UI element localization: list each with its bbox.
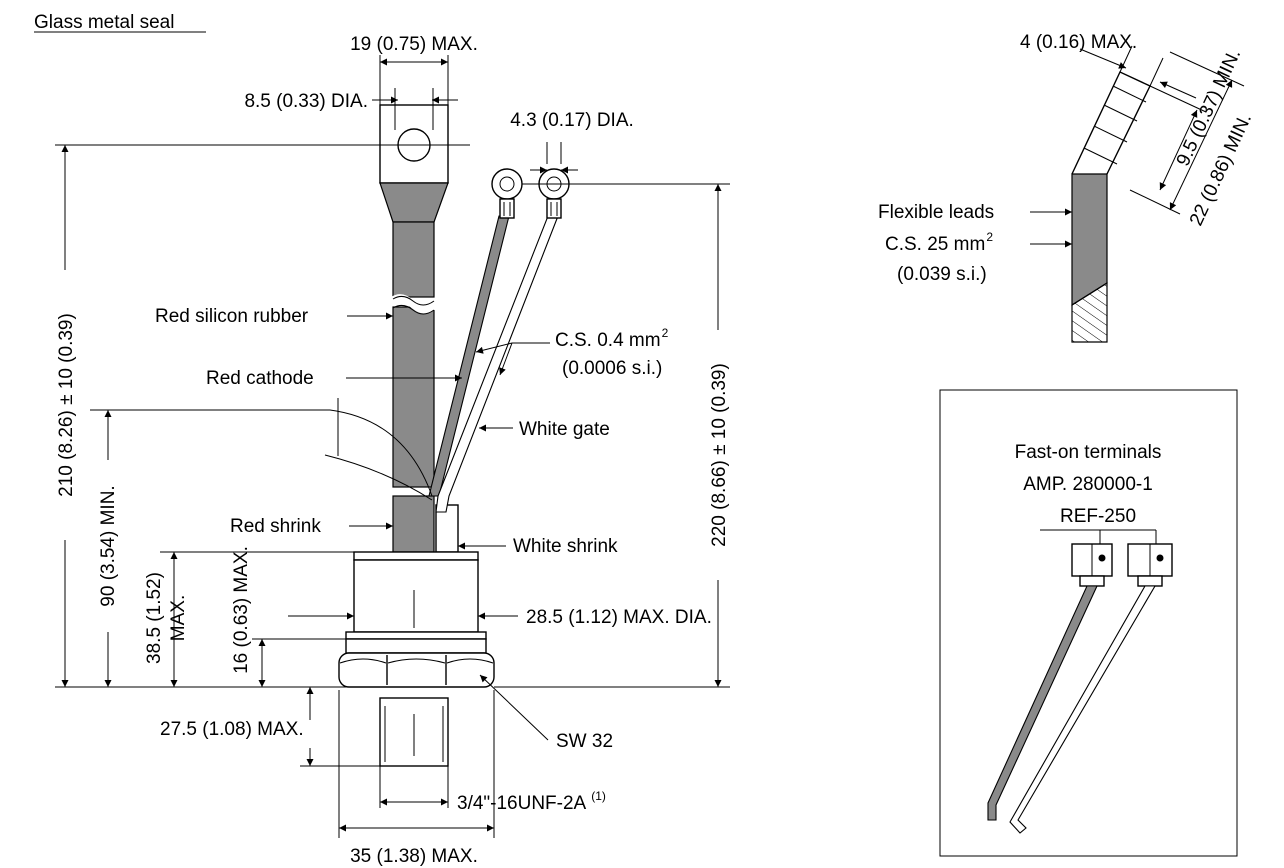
fast-on-terminal-detail: Fast-on terminals AMP. 280000-1 REF-250 <box>939 389 1238 857</box>
dim-body-dia: 28.5 (1.12) MAX. DIA. <box>526 607 712 628</box>
label-cs-large-si: (0.039 s.i.) <box>897 264 987 285</box>
label-white-gate: White gate <box>519 419 610 440</box>
cable-upper <box>392 221 435 298</box>
body-housing <box>353 559 479 633</box>
label-red-shrink: Red shrink <box>230 516 321 537</box>
dim-top-width: 19 (0.75) MAX. <box>350 34 478 55</box>
body-cap <box>353 551 479 561</box>
label-cs-small: C.S. 0.4 mm2 <box>555 326 669 351</box>
dim-body-height: 38.5 (1.52) <box>144 572 165 664</box>
dim-lead-thickness: 4 (0.16) MAX. <box>1020 32 1137 53</box>
dim-lead-length: 220 (8.66) ± 10 (0.39) <box>709 363 730 547</box>
flange-bottom <box>345 638 487 654</box>
dim-thread-length: 27.5 (1.08) MAX. <box>160 719 304 740</box>
dim-hex: SW 32 <box>556 731 613 752</box>
dim-overall-length: 210 (8.26) ± 10 (0.39) <box>56 313 77 497</box>
label-cs-large: C.S. 25 mm2 <box>885 230 993 255</box>
thyristor-body <box>338 88 495 767</box>
label-fast-on: Fast-on terminals <box>1015 442 1162 463</box>
label-ref: REF-250 <box>1060 506 1136 527</box>
lead-cut-section <box>1071 281 1108 343</box>
terminal-lead-white <box>1009 585 1156 834</box>
ring-terminal-cathode <box>491 168 523 200</box>
label-red-cathode: Red cathode <box>206 368 314 389</box>
signal-leads <box>428 168 570 513</box>
label-flexible-leads: Flexible leads <box>878 202 994 223</box>
cable-taper <box>379 182 449 223</box>
dim-thread: 3/4"-16UNF-2A(1) <box>457 789 606 814</box>
terminal-lead-gray <box>987 585 1098 821</box>
red-shrink-sleeve <box>392 495 435 553</box>
flexible-lead-detail: 4 (0.16) MAX. 9.5 (0.37) MIN. 22 (0.86) … <box>878 32 1256 343</box>
dim-body-height-max: MAX. <box>168 595 189 641</box>
top-terminal-block <box>379 104 449 184</box>
dim-terminal-dia: 4.3 (0.17) DIA. <box>510 110 634 131</box>
label-white-shrink: White shrink <box>513 536 618 557</box>
cable-lower <box>392 306 435 488</box>
hex-nut <box>338 652 495 688</box>
label-cs-small-si: (0.0006 s.i.) <box>562 358 662 379</box>
dim-flange-height: 16 (0.63) MAX. <box>231 546 252 674</box>
label-amp-part: AMP. 280000-1 <box>1023 474 1153 495</box>
terminal-detail-frame <box>939 389 1238 857</box>
label-red-silicon-rubber: Red silicon rubber <box>155 306 309 327</box>
dim-overall-width: 35 (1.38) MAX. <box>350 846 478 867</box>
flange-top <box>345 631 487 640</box>
dim-min-length: 90 (3.54) MIN. <box>98 485 119 606</box>
dim-hole-dia: 8.5 (0.33) DIA. <box>244 91 368 112</box>
drawing-title: Glass metal seal <box>34 12 174 33</box>
flexible-lead-section <box>1071 173 1108 307</box>
